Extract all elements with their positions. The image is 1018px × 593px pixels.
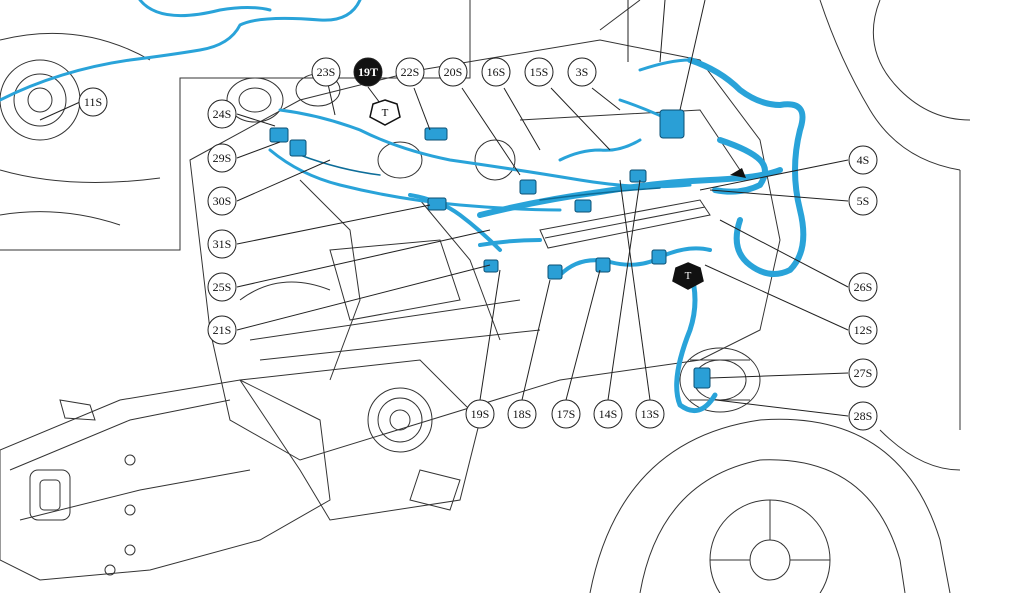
callout-22s[interactable]: 22S [395, 57, 425, 87]
callout-16s[interactable]: 16S [481, 57, 511, 87]
svg-text:12S: 12S [854, 323, 873, 337]
svg-text:28S: 28S [854, 409, 873, 423]
hex-marker-1: T [369, 99, 401, 126]
arrow-marker [730, 168, 746, 178]
gearbox [0, 379, 331, 581]
svg-text:24S: 24S [213, 107, 232, 121]
hex-marker-2: T [672, 262, 704, 290]
connector [289, 139, 307, 157]
callout-3s[interactable]: 3S [567, 57, 597, 87]
callout-25s[interactable]: 25S [207, 272, 237, 302]
svg-text:30S: 30S [213, 194, 232, 208]
callout-14s[interactable]: 14S [593, 399, 623, 429]
callout-30s[interactable]: 30S [207, 186, 237, 216]
svg-text:27S: 27S [854, 366, 873, 380]
callout-23s[interactable]: 23S [311, 57, 341, 87]
connector [693, 367, 711, 389]
svg-text:26S: 26S [854, 280, 873, 294]
alternator [679, 347, 761, 413]
connector [519, 179, 537, 195]
svg-text:19S: 19S [471, 407, 490, 421]
callout-20s[interactable]: 20S [438, 57, 468, 87]
svg-text:13S: 13S [641, 407, 660, 421]
connector [424, 127, 448, 141]
callout-15s[interactable]: 15S [524, 57, 554, 87]
callout-28s[interactable]: 28S [848, 401, 878, 431]
svg-text:20S: 20S [444, 65, 463, 79]
svg-text:21S: 21S [213, 323, 232, 337]
inset-panel [0, 0, 471, 251]
callout-31s[interactable]: 31S [207, 229, 237, 259]
connector [483, 259, 499, 273]
svg-text:4S: 4S [857, 153, 870, 167]
callout-19s[interactable]: 19S [465, 399, 495, 429]
fuel-rail [539, 199, 711, 249]
svg-text:14S: 14S [599, 407, 618, 421]
connector [629, 169, 647, 183]
svg-text:25S: 25S [213, 280, 232, 294]
callout-12s[interactable]: 12S [848, 315, 878, 345]
connector [595, 257, 611, 273]
svg-text:19T: 19T [358, 65, 378, 79]
callout-26s[interactable]: 26S [848, 272, 878, 302]
svg-text:29S: 29S [213, 151, 232, 165]
svg-text:18S: 18S [513, 407, 532, 421]
svg-text:23S: 23S [317, 65, 336, 79]
callout-18s[interactable]: 18S [507, 399, 537, 429]
callout-29s[interactable]: 29S [207, 143, 237, 173]
callout-24s[interactable]: 24S [207, 99, 237, 129]
svg-text:17S: 17S [557, 407, 576, 421]
svg-text:5S: 5S [857, 194, 870, 208]
connector [659, 109, 685, 139]
callout-11s[interactable]: 11S [78, 87, 108, 117]
marker-label: T [685, 270, 692, 282]
leader-lines [39, 0, 849, 417]
svg-text:31S: 31S [213, 237, 232, 251]
marker-label: T [382, 107, 389, 119]
body-panel [599, 0, 971, 471]
svg-text:3S: 3S [576, 65, 589, 79]
svg-text:11S: 11S [84, 95, 102, 109]
line-art [0, 0, 971, 593]
callout-5s[interactable]: 5S [848, 186, 878, 216]
wheel [589, 418, 951, 593]
svg-text:15S: 15S [530, 65, 549, 79]
callout-4s[interactable]: 4S [848, 145, 878, 175]
connector [547, 264, 563, 280]
callout-21s[interactable]: 21S [207, 315, 237, 345]
callout-17s[interactable]: 17S [551, 399, 581, 429]
svg-text:16S: 16S [487, 65, 506, 79]
connector [574, 199, 592, 213]
callout-27s[interactable]: 27S [848, 358, 878, 388]
connector [427, 197, 447, 211]
callouts: 11S 23S 19T 22S 20S 16S 15S 3S 24S 29S 3… [78, 57, 878, 431]
connector [269, 127, 289, 143]
svg-text:22S: 22S [401, 65, 420, 79]
bell-housing [239, 359, 481, 521]
connector [651, 249, 667, 265]
callout-13s[interactable]: 13S [635, 399, 665, 429]
callout-19t[interactable]: 19T [353, 57, 383, 87]
